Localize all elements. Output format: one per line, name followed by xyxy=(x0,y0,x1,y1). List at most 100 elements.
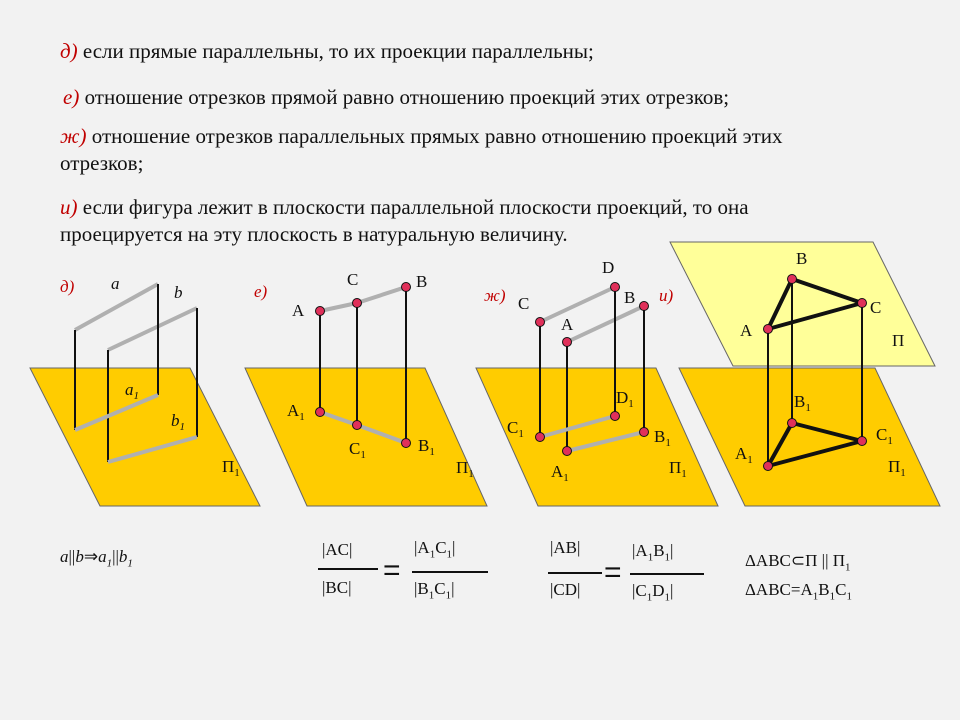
label-D1: D1 xyxy=(616,388,634,410)
label-A: A xyxy=(561,315,574,334)
item-zh: ж) отношение отрезков параллельных прямы… xyxy=(60,123,930,177)
formula-d-a: a xyxy=(60,547,69,566)
plane-e xyxy=(244,367,488,507)
tag-d: д) xyxy=(60,277,75,296)
diagram-e xyxy=(315,282,411,448)
diagram-d xyxy=(74,282,198,464)
label-C1: C1 xyxy=(349,439,366,461)
label-B: B xyxy=(796,249,807,268)
item-e: е) отношение отрезков прямой равно отнош… xyxy=(63,84,933,111)
formula-zh-num-left: |AB| xyxy=(550,538,581,557)
point-C xyxy=(857,298,867,308)
formula-zh-eq: = xyxy=(604,556,622,589)
top-plane-label: П xyxy=(892,331,904,350)
formula-e-num-left: |AC| xyxy=(322,540,353,559)
plane-label-zh: П1 xyxy=(669,458,687,480)
diagram-zh xyxy=(535,282,649,456)
formula-e-bar-right xyxy=(412,571,488,573)
formula-d-a1: a xyxy=(98,547,107,566)
label-A: A xyxy=(292,301,305,320)
formula-d-b: b xyxy=(75,547,84,566)
label-A1: A1 xyxy=(735,444,753,466)
item-i-text-1: если фигура лежит в плоскости параллельн… xyxy=(77,195,749,219)
point-A1 xyxy=(315,407,325,417)
item-d-mark: д) xyxy=(60,39,78,63)
item-e-mark: е) xyxy=(63,85,80,109)
formula-zh-den-right: |C1D1| xyxy=(632,581,674,604)
formula-e-den-right: |B1C1| xyxy=(414,579,455,602)
formula-d-par2: || xyxy=(112,547,119,566)
point-C xyxy=(535,317,545,327)
formula-zh-num-right: |A1B1| xyxy=(632,541,674,564)
plane-zh xyxy=(475,367,719,507)
plane-label-i: П1 xyxy=(888,457,906,479)
label-D: D xyxy=(602,258,614,277)
tag-i: и) xyxy=(659,286,674,305)
formula-e-den-left: |BC| xyxy=(322,578,352,597)
item-i-mark: и) xyxy=(60,195,78,219)
formula-d-par: || xyxy=(68,547,76,566)
plane-i-top xyxy=(669,241,936,367)
point-C1 xyxy=(352,420,362,430)
formula-d-b1: b xyxy=(118,547,128,566)
plane-label-d: П1 xyxy=(222,457,240,479)
point-B xyxy=(639,301,649,311)
label-C1: C1 xyxy=(876,425,893,447)
point-A xyxy=(315,306,325,316)
point-B xyxy=(787,274,797,284)
item-zh-text-2: отрезков; xyxy=(60,151,144,175)
item-i-text-2: проецируется на эту плоскость в натураль… xyxy=(60,222,568,246)
line-a xyxy=(74,282,159,332)
point-B1 xyxy=(639,427,649,437)
formula-zh-bar-left xyxy=(548,572,602,574)
point-D xyxy=(610,282,620,292)
label-B1: B1 xyxy=(794,392,811,414)
label-C: C xyxy=(870,298,881,317)
label-B: B xyxy=(416,272,427,291)
formula-e-num-right: |A1C1| xyxy=(414,538,456,561)
tag-zh: ж) xyxy=(484,286,506,305)
label-b: b xyxy=(174,283,183,302)
formula-e-eq: = xyxy=(383,554,401,587)
tag-e: е) xyxy=(254,282,268,301)
label-B: B xyxy=(624,288,635,307)
label-A1: A1 xyxy=(287,401,305,423)
point-B1 xyxy=(787,418,797,428)
point-A1 xyxy=(562,446,572,456)
line-b xyxy=(107,306,198,352)
diagram-i xyxy=(763,274,867,471)
label-A: A xyxy=(740,321,753,340)
formula-i-line1: ΔABC⊂П || П1 xyxy=(745,551,851,574)
label-C: C xyxy=(518,294,529,313)
point-C1 xyxy=(535,432,545,442)
formula-e-bar-left xyxy=(318,568,378,570)
formula-zh-bar-right xyxy=(630,573,704,575)
formula-d: a||b⇒a1||b1 xyxy=(60,547,133,570)
item-e-text: отношение отрезков прямой равно отношени… xyxy=(79,85,730,109)
item-zh-text-1: отношение отрезков параллельных прямых р… xyxy=(86,124,783,148)
point-A xyxy=(562,337,572,347)
point-A1 xyxy=(763,461,773,471)
formula-zh-den-left: |CD| xyxy=(550,580,581,599)
point-C1 xyxy=(857,436,867,446)
plane-i-bottom xyxy=(678,367,941,507)
point-B xyxy=(401,282,411,292)
label-a1: a1 xyxy=(125,380,139,402)
item-i: и) если фигура лежит в плоскости паралле… xyxy=(60,194,930,248)
label-B1: B1 xyxy=(418,436,435,458)
line-a1 xyxy=(74,393,159,432)
point-D1 xyxy=(610,411,620,421)
formula-d-implies: ⇒ xyxy=(83,547,99,566)
label-a: a xyxy=(111,274,120,293)
formula-i-line2: ΔABC=A1B1C1 xyxy=(745,580,852,603)
label-C: C xyxy=(347,270,358,289)
line-b1 xyxy=(107,435,198,464)
label-C1: C1 xyxy=(507,418,524,440)
item-zh-mark: ж) xyxy=(60,124,87,148)
item-d: д) если прямые параллельны, то их проекц… xyxy=(60,38,930,65)
label-b1: b1 xyxy=(171,411,185,433)
item-d-text: если прямые параллельны, то их проекции … xyxy=(77,39,594,63)
point-A xyxy=(763,324,773,334)
plane-label-e: П1 xyxy=(456,458,474,480)
